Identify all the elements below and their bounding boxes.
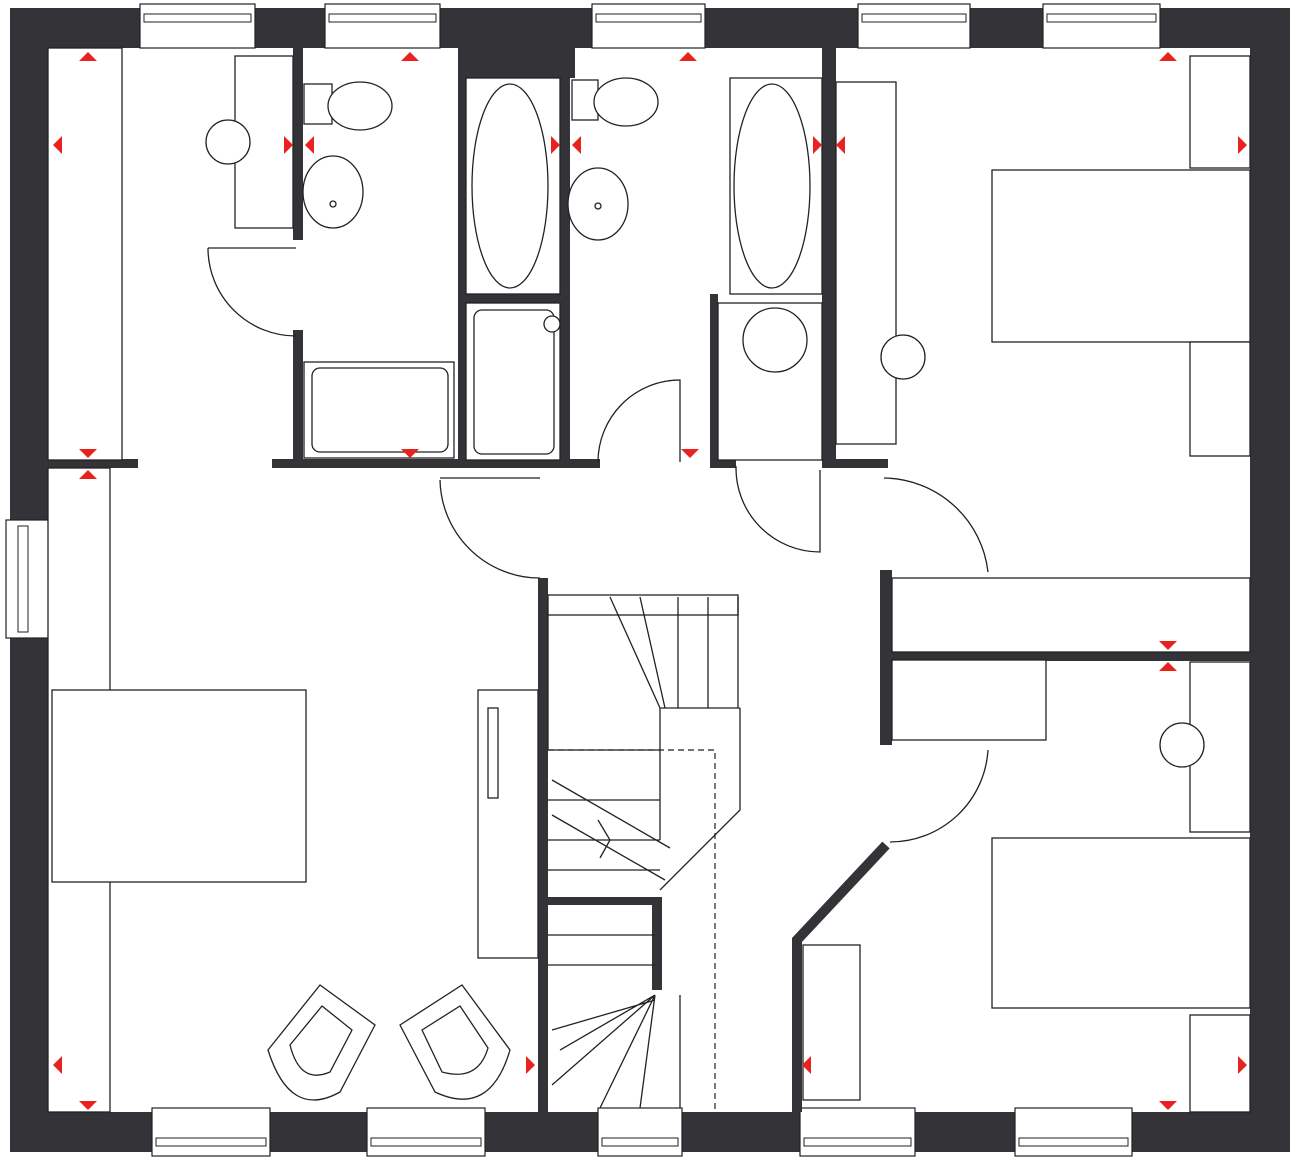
dimension-marker-icon — [526, 1056, 535, 1074]
fixtures — [47, 47, 1251, 1113]
window-frame — [370, 1137, 482, 1147]
wall — [560, 48, 570, 468]
dimension-marker-icon — [284, 136, 293, 154]
staircase-icon — [547, 594, 741, 1112]
wall — [548, 897, 654, 905]
dimension-marker-icon — [79, 449, 97, 458]
window-frame — [328, 13, 437, 23]
door-swings — [207, 247, 989, 843]
wall — [822, 48, 836, 468]
dimension-marker-icon — [1238, 136, 1247, 154]
dimension-marker-icon — [681, 449, 699, 458]
dimension-markers — [53, 52, 1247, 1110]
bedside-table — [1189, 341, 1251, 457]
desk — [802, 944, 861, 1101]
wall — [293, 330, 303, 468]
door-swing-arc — [207, 247, 297, 337]
bed-icon — [51, 689, 307, 883]
dimension-marker-icon — [53, 1056, 62, 1074]
shower-tray-icon — [303, 361, 455, 459]
dimension-marker-icon — [802, 1056, 811, 1074]
basin-icon — [567, 167, 629, 241]
dimension-marker-icon — [813, 136, 822, 154]
wardrobe — [891, 577, 1251, 653]
wall — [880, 652, 1250, 661]
stool — [1159, 722, 1205, 768]
dimension-marker-icon — [79, 52, 97, 61]
toilet-icon — [571, 77, 659, 127]
dimension-marker-icon — [53, 136, 62, 154]
dimension-marker-icon — [551, 136, 560, 154]
dimension-marker-icon — [401, 449, 419, 458]
wall — [652, 897, 662, 990]
wall — [458, 48, 575, 78]
window-frame — [803, 1137, 912, 1147]
bed-icon — [991, 169, 1251, 343]
bedside-table — [1189, 55, 1251, 169]
cylinder-cupboard — [717, 302, 823, 461]
window — [139, 3, 256, 49]
window — [366, 1107, 486, 1157]
window-frame — [861, 13, 967, 23]
dimension-marker-icon — [1159, 1101, 1177, 1110]
dimension-marker-icon — [1159, 52, 1177, 61]
shower-tray-icon — [465, 302, 561, 461]
desk — [477, 689, 539, 959]
dimension-marker-icon — [1159, 641, 1177, 650]
dimension-marker-icon — [79, 470, 97, 479]
wall — [822, 459, 888, 468]
wall — [710, 294, 718, 468]
wall — [710, 459, 736, 468]
window — [591, 3, 706, 49]
dimension-marker-icon — [1159, 662, 1177, 671]
basin-icon — [302, 155, 364, 229]
window-frame — [155, 1137, 267, 1147]
window — [151, 1107, 271, 1157]
dimension-marker-icon — [305, 136, 314, 154]
window-frame — [143, 13, 252, 23]
window — [1042, 3, 1161, 49]
bathtub-icon — [729, 77, 823, 295]
wall — [458, 78, 466, 468]
window-frame — [601, 1137, 679, 1147]
wall — [293, 48, 303, 240]
window — [1014, 1107, 1133, 1157]
bathtub-icon — [465, 77, 561, 295]
wall — [48, 459, 138, 468]
armchair — [267, 984, 376, 1101]
wardrobe — [47, 47, 123, 461]
window — [799, 1107, 916, 1157]
window — [857, 3, 971, 49]
wardrobe — [891, 659, 1047, 741]
stool — [205, 119, 251, 165]
window — [597, 1107, 683, 1157]
wall — [458, 294, 570, 303]
dimension-marker-icon — [79, 1101, 97, 1110]
interior-walls — [48, 48, 1250, 1112]
dimension-marker-icon — [679, 52, 697, 61]
window — [324, 3, 441, 49]
dimension-marker-icon — [1238, 1056, 1247, 1074]
armchair — [399, 984, 511, 1100]
dimension-marker-icon — [572, 136, 581, 154]
windows — [5, 3, 1161, 1157]
window-frame — [17, 525, 29, 633]
dimension-marker-icon — [401, 52, 419, 61]
dimension-marker-icon — [836, 136, 845, 154]
window-frame — [1046, 13, 1157, 23]
window-frame — [1018, 1137, 1129, 1147]
wall — [538, 578, 548, 1112]
bed-icon — [991, 837, 1251, 1009]
toilet-icon — [303, 81, 393, 131]
stool — [880, 334, 926, 380]
wall — [792, 841, 890, 1112]
drawer-handle — [487, 707, 499, 799]
window-frame — [595, 13, 702, 23]
wardrobe — [835, 81, 897, 445]
wall — [272, 459, 600, 468]
